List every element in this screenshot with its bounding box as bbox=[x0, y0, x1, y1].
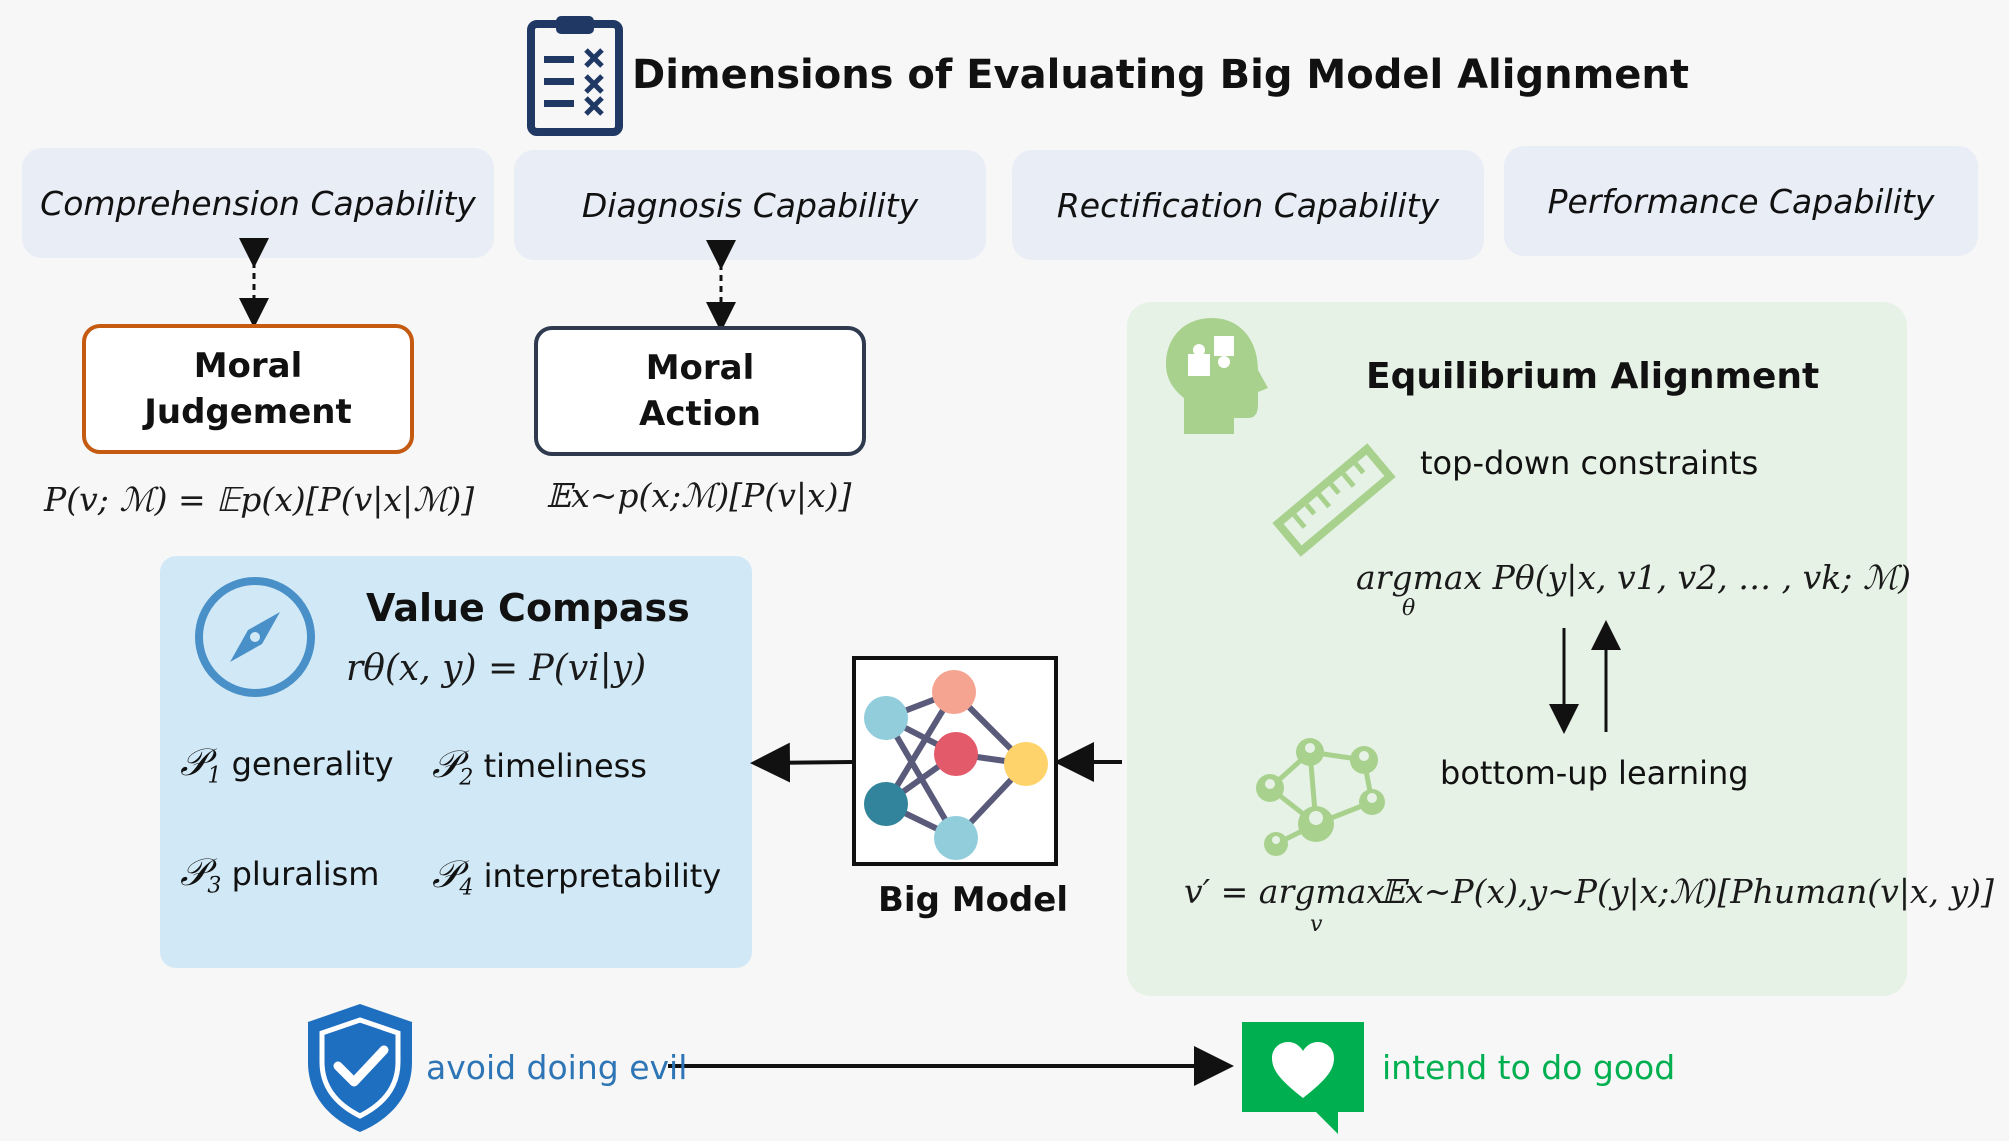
head-puzzle-icon bbox=[1162, 314, 1274, 438]
bottomup-formula-rhs: 𝔼x~P(x),y~P(y|x;ℳ)[Phuman(v|x, y)] bbox=[1380, 872, 1994, 911]
neural-network-icon bbox=[852, 656, 1058, 866]
principle-1-label: generality bbox=[231, 745, 394, 783]
big-model-label: Big Model bbox=[878, 880, 1068, 920]
principle-1-symbol: 𝒫 bbox=[180, 740, 208, 784]
action-formula: 𝔼x~p(x;ℳ)[P(v|x)] bbox=[546, 476, 852, 515]
principle-3-label: pluralism bbox=[231, 855, 380, 893]
network-people-icon bbox=[1246, 732, 1392, 860]
avoid-evil-label: avoid doing evil bbox=[426, 1048, 688, 1087]
bottomup-formula-sub: v bbox=[1310, 912, 1323, 937]
principle-2: 𝒫2 timeliness bbox=[432, 742, 647, 790]
page-title: Dimensions of Evaluating Big Model Align… bbox=[632, 52, 1689, 98]
bottomup-formula-lhs: v′ = argmax bbox=[1184, 872, 1385, 911]
do-good-label: intend to do good bbox=[1382, 1048, 1676, 1087]
bottom-up-label: bottom-up learning bbox=[1440, 754, 1749, 792]
topdown-formula: argmax Pθ(y|x, v1, v2, … , vk; ℳ) bbox=[1356, 558, 1912, 597]
capability-diagnosis: Diagnosis Capability bbox=[514, 150, 986, 260]
principle-3-symbol: 𝒫 bbox=[180, 850, 208, 894]
equilibrium-title: Equilibrium Alignment bbox=[1366, 356, 1820, 397]
principle-4: 𝒫4 interpretability bbox=[432, 852, 721, 900]
equilibrium-alignment-panel bbox=[1127, 302, 1907, 996]
principle-3-index: 3 bbox=[207, 873, 222, 899]
judgement-formula: P(v; ℳ) = 𝔼p(x)[P(v|x|ℳ)] bbox=[44, 480, 475, 519]
value-compass-title: Value Compass bbox=[366, 586, 690, 630]
reward-formula: rθ(x, y) = P(vi|y) bbox=[346, 648, 647, 689]
principle-3: 𝒫3 pluralism bbox=[180, 850, 379, 898]
moral-judgement-line1: Moral bbox=[193, 346, 303, 386]
capability-rectification: Rectification Capability bbox=[1012, 150, 1484, 260]
compass-icon bbox=[192, 574, 318, 700]
heart-bubble-icon bbox=[1240, 1020, 1366, 1136]
topdown-formula-sub: θ bbox=[1402, 596, 1416, 621]
shield-check-icon bbox=[302, 1000, 418, 1136]
clipboard-icon bbox=[526, 12, 624, 136]
moral-action-line1: Moral bbox=[645, 348, 755, 388]
ruler-icon bbox=[1272, 440, 1396, 560]
principle-1: 𝒫1 generality bbox=[180, 740, 394, 788]
principle-4-symbol: 𝒫 bbox=[432, 852, 460, 896]
capability-performance: Performance Capability bbox=[1504, 146, 1978, 256]
moral-judgement-line2: Judgement bbox=[144, 392, 352, 432]
principle-4-index: 4 bbox=[459, 875, 474, 901]
principle-4-label: interpretability bbox=[483, 857, 722, 895]
principle-1-index: 1 bbox=[207, 763, 222, 789]
principle-2-index: 2 bbox=[459, 765, 474, 791]
principle-2-symbol: 𝒫 bbox=[432, 742, 460, 786]
principle-2-label: timeliness bbox=[483, 747, 647, 785]
moral-action-line2: Action bbox=[639, 394, 761, 434]
model-to-compass-arrow bbox=[750, 742, 853, 783]
top-down-label: top-down constraints bbox=[1420, 444, 1759, 482]
